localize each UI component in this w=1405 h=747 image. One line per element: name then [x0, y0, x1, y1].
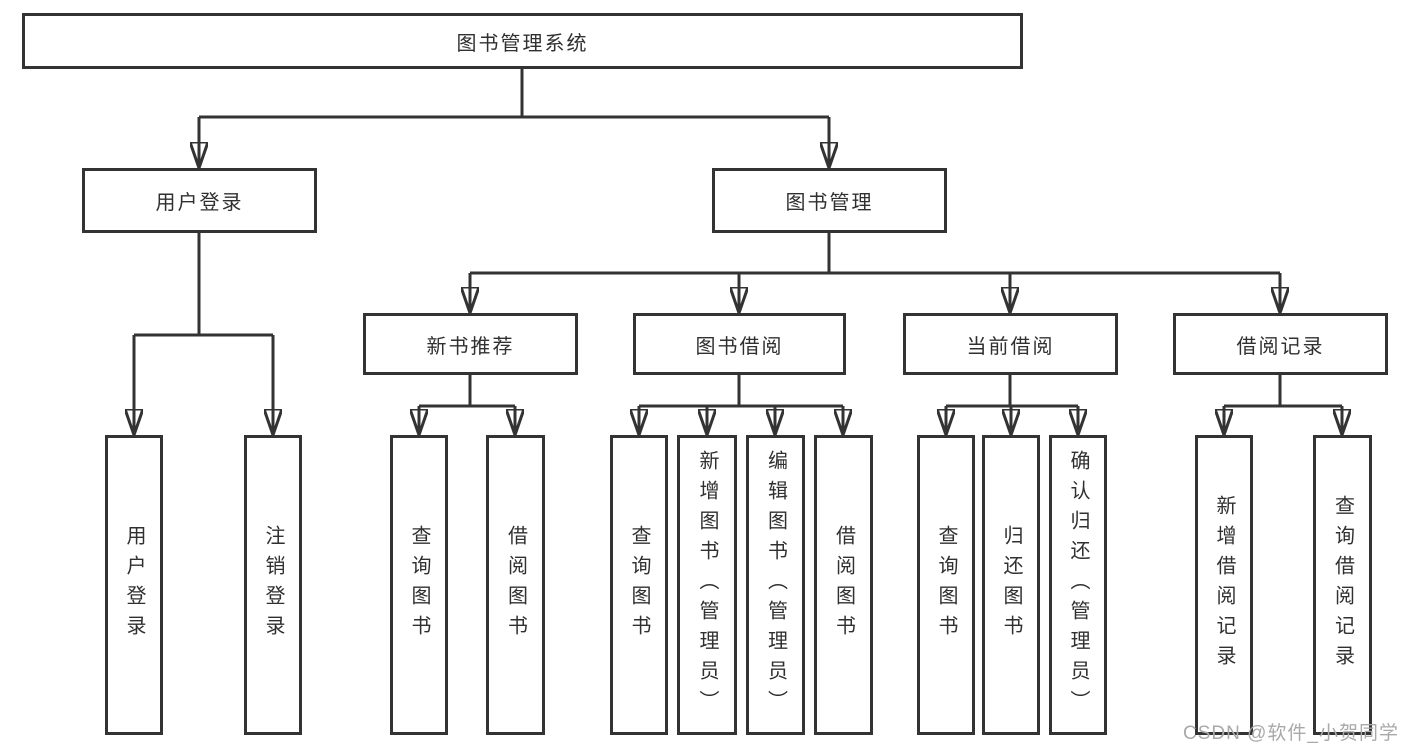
leaf-label: 借阅图书 — [832, 525, 855, 645]
leaf-label: 新增图书（管理员） — [696, 450, 718, 720]
leaf-borrow-books: 借阅图书 — [486, 435, 545, 735]
node-book-borrow: 图书借阅 — [633, 313, 846, 375]
leaf-label: 查询图书 — [408, 525, 430, 645]
leaf-logout: 注销登录 — [244, 435, 302, 735]
leaf-label: 编辑图书（管理员） — [764, 450, 787, 720]
leaf-label: 查询借阅记录 — [1331, 495, 1354, 675]
node-label: 图书管理 — [785, 192, 874, 214]
leaf-query-books: 查询图书 — [610, 435, 668, 735]
node-user-login: 用户登录 — [82, 168, 317, 233]
node-library-management-system: 图书管理系统 — [22, 13, 1023, 69]
leaf-label: 确认归还（管理员） — [1067, 450, 1089, 720]
leaf-label: 新增借阅记录 — [1213, 495, 1235, 675]
csdn-watermark: CSDN @软件_小贺同学 — [1183, 723, 1399, 744]
leaf-edit-books-admin: 编辑图书（管理员） — [746, 435, 805, 735]
leaf-query-books: 查询图书 — [390, 435, 448, 735]
leaf-query-borrow-record: 查询借阅记录 — [1313, 435, 1372, 735]
leaf-add-borrow-record: 新增借阅记录 — [1195, 435, 1253, 735]
node-borrow-record: 借阅记录 — [1173, 313, 1388, 375]
node-label: 当前借阅 — [966, 335, 1055, 358]
node-book-management: 图书管理 — [712, 168, 947, 233]
leaf-label: 借阅图书 — [504, 525, 527, 645]
node-label: 图书借阅 — [695, 335, 784, 358]
node-label: 用户登录 — [155, 192, 244, 214]
leaf-user-login: 用户登录 — [105, 435, 163, 735]
leaf-label: 用户登录 — [123, 525, 145, 645]
leaf-label: 查询图书 — [628, 525, 650, 645]
leaf-borrow-books: 借阅图书 — [814, 435, 873, 735]
leaf-label: 归还图书 — [1000, 525, 1022, 645]
node-current-borrow: 当前借阅 — [903, 313, 1118, 375]
node-new-book-recommend: 新书推荐 — [363, 313, 578, 375]
leaf-query-books: 查询图书 — [917, 435, 975, 735]
leaf-confirm-return-admin: 确认归还（管理员） — [1049, 435, 1107, 735]
leaf-label: 查询图书 — [935, 525, 957, 645]
leaf-label: 注销登录 — [262, 525, 284, 645]
leaf-add-books-admin: 新增图书（管理员） — [677, 435, 737, 735]
node-label: 新书推荐 — [426, 335, 515, 358]
node-label: 图书管理系统 — [456, 32, 589, 55]
node-label: 借阅记录 — [1236, 335, 1325, 358]
leaf-return-books: 归还图书 — [982, 435, 1040, 735]
